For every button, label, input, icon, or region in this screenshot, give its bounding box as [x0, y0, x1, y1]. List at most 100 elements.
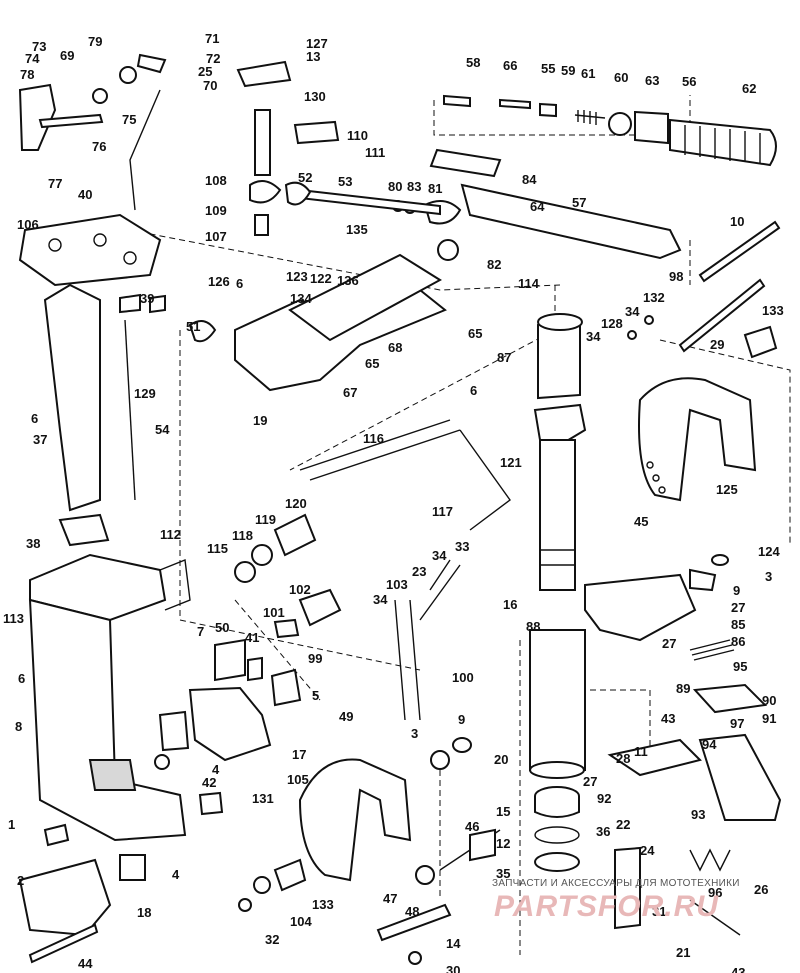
throttle-shaft — [627, 220, 781, 359]
part-label-27: 27 — [583, 774, 597, 789]
part-label-134: 134 — [290, 291, 312, 306]
part-label-121: 121 — [500, 455, 522, 470]
clamp-and-rings — [534, 639, 782, 936]
part-label-131: 131 — [252, 791, 274, 806]
part-label-102: 102 — [289, 582, 311, 597]
part-label-9: 9 — [458, 712, 465, 727]
exhaust-housing-upper — [18, 213, 166, 547]
part-label-38: 38 — [26, 536, 40, 551]
part-label-10: 10 — [730, 214, 744, 229]
part-label-93: 93 — [691, 807, 705, 822]
part-label-67: 67 — [343, 385, 357, 400]
part-label-85: 85 — [731, 617, 745, 632]
part-label-59: 59 — [561, 63, 575, 78]
part-label-81: 81 — [428, 181, 442, 196]
part-label-126: 126 — [208, 274, 230, 289]
part-label-6: 6 — [18, 671, 25, 686]
part-label-65: 65 — [365, 356, 379, 371]
part-label-46: 46 — [465, 819, 479, 834]
part-label-32: 32 — [265, 932, 279, 947]
part-label-53: 53 — [338, 174, 352, 189]
part-label-71: 71 — [205, 31, 219, 46]
part-label-63: 63 — [645, 73, 659, 88]
part-label-24: 24 — [640, 843, 655, 858]
part-label-111: 111 — [365, 145, 385, 160]
part-label-104: 104 — [290, 914, 312, 929]
part-label-21: 21 — [676, 945, 690, 960]
part-label-83: 83 — [407, 179, 421, 194]
part-label-19: 19 — [253, 413, 267, 428]
part-label-3: 3 — [411, 726, 418, 741]
part-label-55: 55 — [541, 61, 555, 76]
part-label-76: 76 — [92, 139, 106, 154]
part-label-129: 129 — [134, 386, 156, 401]
part-label-9: 9 — [733, 583, 740, 598]
part-label-128: 128 — [601, 316, 623, 331]
part-label-115: 115 — [207, 541, 228, 556]
motor-leg-lower — [18, 553, 191, 964]
part-label-34: 34 — [373, 592, 388, 607]
part-label-108: 108 — [205, 173, 227, 188]
part-label-4: 4 — [172, 867, 180, 882]
part-label-78: 78 — [20, 67, 34, 82]
stern-bracket-right — [529, 313, 757, 779]
part-label-119: 119 — [255, 512, 276, 527]
part-label-51: 51 — [186, 319, 200, 334]
watermark-logo: PARTSFOR.RU — [494, 890, 719, 923]
part-label-72: 72 — [206, 51, 220, 66]
part-label-90: 90 — [762, 693, 776, 708]
part-label-96: 96 — [708, 885, 722, 900]
part-label-12: 12 — [496, 836, 510, 851]
part-label-65: 65 — [468, 326, 482, 341]
part-label-6: 6 — [236, 276, 243, 291]
part-label-16: 16 — [503, 597, 517, 612]
part-label-87: 87 — [497, 350, 511, 365]
part-label-124: 124 — [758, 544, 780, 559]
part-label-37: 37 — [33, 432, 47, 447]
part-label-42: 42 — [202, 775, 216, 790]
part-label-133: 133 — [762, 303, 784, 318]
part-label-26: 26 — [754, 882, 768, 897]
part-label-64: 64 — [530, 199, 545, 214]
part-label-74: 74 — [25, 51, 40, 66]
part-label-6: 6 — [470, 383, 477, 398]
part-label-34: 34 — [432, 548, 447, 563]
part-label-35: 35 — [496, 866, 510, 881]
part-label-105: 105 — [287, 772, 309, 787]
part-label-116: 116 — [363, 431, 384, 446]
part-label-86: 86 — [731, 634, 745, 649]
part-label-11: 11 — [634, 744, 648, 759]
part-label-101: 101 — [263, 605, 285, 620]
part-label-77: 77 — [48, 176, 62, 191]
part-label-56: 56 — [682, 74, 696, 89]
part-label-106: 106 — [17, 217, 39, 232]
part-label-34: 34 — [586, 329, 601, 344]
part-label-117: 117 — [432, 504, 453, 519]
part-label-54: 54 — [155, 422, 170, 437]
part-label-8: 8 — [15, 719, 22, 734]
part-label-18: 18 — [137, 905, 151, 920]
part-label-28: 28 — [616, 751, 630, 766]
part-label-75: 75 — [122, 112, 136, 127]
part-label-45: 45 — [634, 514, 648, 529]
part-label-57: 57 — [572, 195, 586, 210]
part-label-135: 135 — [346, 222, 368, 237]
part-label-36: 36 — [596, 824, 610, 839]
part-label-40: 40 — [78, 187, 92, 202]
part-label-79: 79 — [88, 34, 102, 49]
part-label-17: 17 — [292, 747, 306, 762]
part-label-3: 3 — [765, 569, 772, 584]
part-label-22: 22 — [616, 817, 630, 832]
part-label-58: 58 — [466, 55, 480, 70]
part-label-120: 120 — [285, 496, 307, 511]
part-label-2: 2 — [17, 873, 24, 888]
part-label-123: 123 — [286, 269, 308, 284]
tiller-handle-assembly — [284, 94, 777, 261]
part-label-39: 39 — [140, 291, 154, 306]
part-label-107: 107 — [205, 229, 227, 244]
part-label-80: 80 — [388, 179, 402, 194]
part-label-25: 25 — [198, 64, 212, 79]
part-label-4: 4 — [212, 762, 220, 777]
part-label-61: 61 — [581, 66, 595, 81]
